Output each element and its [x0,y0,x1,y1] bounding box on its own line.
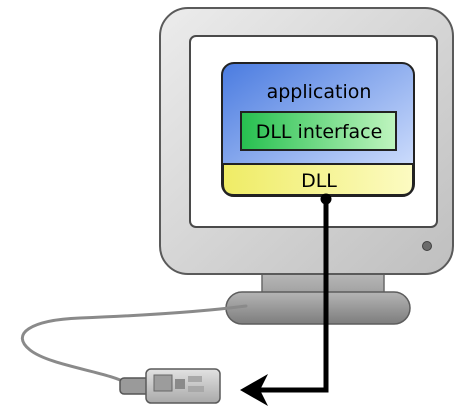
usb-device-icon [119,368,221,404]
application-label: application [267,81,372,103]
dll-interface-label: DLL interface [256,121,383,143]
arrowhead-icon [240,374,268,406]
power-led-icon [422,241,432,251]
dll-to-device-connector [240,193,332,406]
dll-label: DLL [301,170,337,192]
usb-cable [20,304,248,386]
dll-block: DLL [222,163,414,196]
dll-interface-block: DLL interface [240,111,397,151]
monitor-stand [225,267,411,325]
